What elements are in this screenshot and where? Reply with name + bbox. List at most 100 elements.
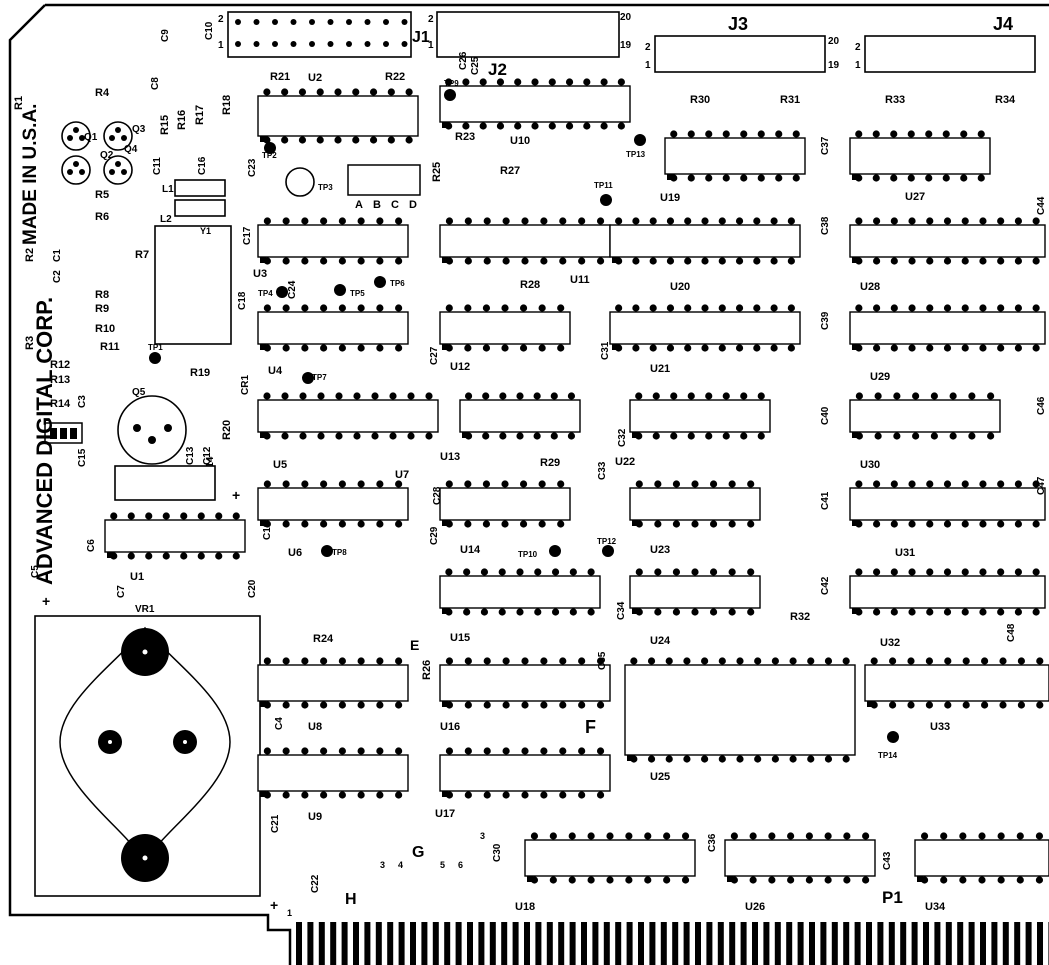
chip-pin [376, 217, 384, 225]
test-point-label: TP2 [262, 151, 277, 160]
chip-label: U24 [650, 635, 671, 647]
test-point-pad [374, 276, 386, 288]
chip-pin [757, 392, 765, 400]
chip-pin [559, 257, 567, 265]
chip-pin [926, 304, 934, 312]
chip-pin [338, 480, 346, 488]
capacitor-c20: C20 [247, 579, 258, 598]
chip-pin [263, 747, 271, 755]
pin1-marker [612, 344, 618, 350]
resistor-label: R7 [135, 249, 149, 261]
jumper-label: H [345, 891, 357, 908]
chip-pin [501, 480, 509, 488]
chip-pin [301, 701, 309, 709]
chip-pin [872, 174, 880, 182]
chip-pin [180, 552, 188, 560]
inductor-l2 [174, 199, 226, 217]
chip-pin [736, 755, 744, 763]
chip-pin [824, 755, 833, 763]
chip-body [609, 224, 801, 258]
chip-pin [596, 657, 605, 665]
edge-finger [444, 922, 451, 965]
chip-u5: U5 [257, 392, 439, 471]
chip-label: U13 [440, 451, 460, 463]
chip-pin [890, 480, 898, 488]
chip-pin [502, 657, 510, 665]
chip-body [439, 754, 611, 792]
chip-pin [925, 130, 933, 138]
resistor-r34: R34 [995, 94, 1016, 106]
chip-pin [787, 217, 795, 225]
resistor-r31: R31 [780, 94, 800, 106]
edge-finger [695, 922, 701, 965]
chip-pin [320, 304, 328, 312]
chip-pin [263, 304, 271, 312]
chip-pin [502, 747, 510, 755]
chip-body [849, 224, 1046, 258]
pin-number: 19 [620, 40, 632, 51]
crystal-label: Y1 [200, 226, 211, 236]
chip-pin [521, 257, 529, 265]
regulator-label: VR1 [135, 604, 155, 615]
resistor-label: R2 [24, 248, 36, 262]
capacitor-label: C43 [882, 851, 893, 870]
chip-pin [926, 344, 934, 352]
pin1-marker [667, 174, 673, 180]
chip-u32: U32 [849, 568, 1046, 649]
test-point-tp5: TP5 [334, 284, 365, 298]
transistor-q4-label: Q4 [124, 144, 138, 155]
chip-pin [550, 432, 558, 440]
resistor-label: R31 [780, 94, 800, 106]
chip-pin [445, 78, 453, 86]
chip-pin [870, 657, 878, 665]
jumper-label: D [409, 199, 417, 211]
chip-pin [890, 174, 898, 182]
chip-pin [1016, 832, 1024, 840]
chip-pin [747, 568, 755, 576]
jumper-label: B [373, 199, 381, 211]
pin-number: 20 [828, 36, 840, 47]
chip-body [849, 487, 1046, 521]
transistor-q1-label: Q1 [84, 132, 98, 143]
capacitor-label: C33 [597, 461, 608, 480]
chip-pin [872, 130, 880, 138]
capacitor-c15-body [114, 465, 216, 501]
chip-pin [320, 747, 328, 755]
chip-pin [960, 174, 968, 182]
pin1-marker [462, 432, 468, 438]
chip-body [609, 311, 801, 345]
capacitor-label: C32 [617, 428, 628, 447]
capacitor-label: C25 [470, 56, 481, 75]
edge-finger [546, 922, 553, 965]
chip-pin [687, 432, 695, 440]
pin1-marker [442, 701, 448, 707]
capacitor-c31: C31 [600, 341, 611, 360]
chip-pin [824, 657, 833, 665]
chip-pin [301, 217, 309, 225]
resistor-r1: R1 [13, 96, 25, 110]
chip-pin [534, 568, 542, 576]
chip-pin [787, 344, 795, 352]
chip-pin [908, 520, 916, 528]
chip-pin [540, 257, 548, 265]
chip-pin [722, 392, 730, 400]
chip-pin [949, 392, 957, 400]
chip-pin [281, 88, 289, 96]
chip-pin [652, 392, 660, 400]
chip-pin [145, 552, 153, 560]
chip-pin [1035, 876, 1044, 884]
test-point-pad [276, 286, 288, 298]
test-point-pad [149, 352, 161, 364]
capacitor-c3: C3 [77, 395, 88, 408]
chip-pin [1014, 344, 1023, 352]
chip-pin [943, 520, 952, 528]
chip-pin [376, 480, 384, 488]
chip-pin [842, 657, 850, 665]
chip-pin [263, 480, 271, 488]
header-j4: J4 2 1 [855, 14, 1036, 73]
transistor-pin [73, 127, 79, 133]
chip-pin [587, 832, 595, 840]
chip-label: U21 [650, 363, 670, 375]
chip-pin [735, 304, 744, 312]
chip-pin [930, 392, 938, 400]
